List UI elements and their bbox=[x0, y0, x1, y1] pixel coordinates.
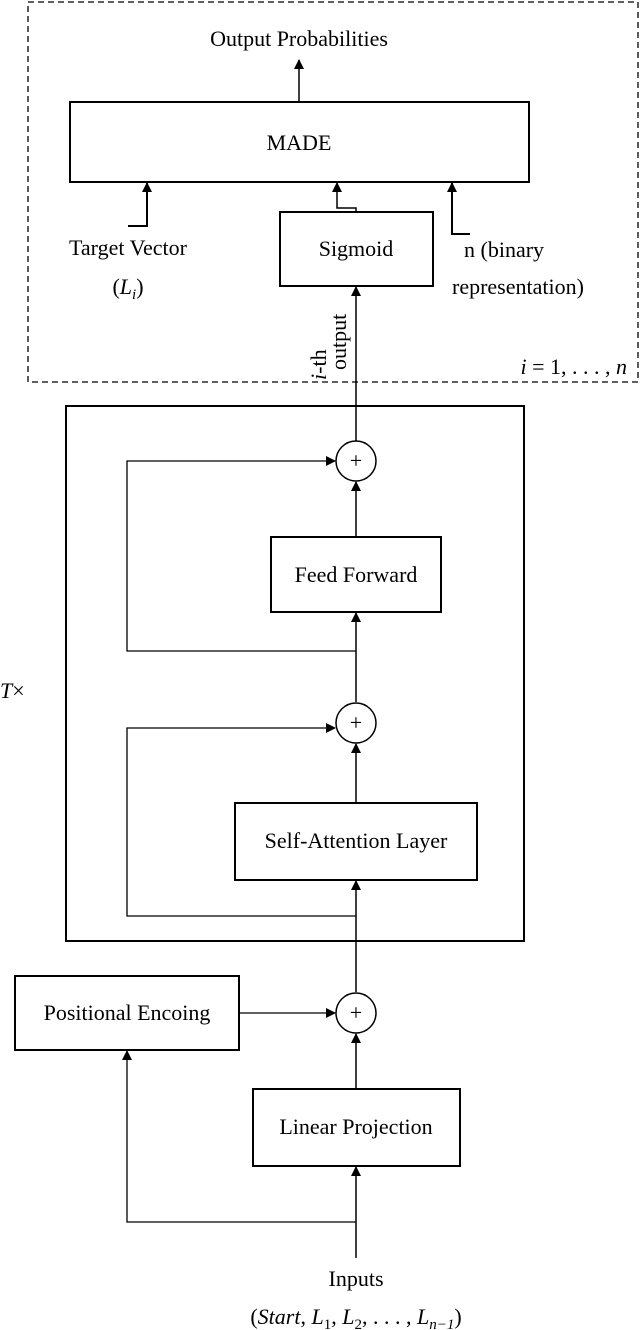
loop-range-label: i = 1, . . . , n bbox=[520, 354, 627, 379]
linear-projection-label: Linear Projection bbox=[279, 1114, 432, 1139]
encoder-block-box bbox=[65, 405, 525, 942]
made-label: MADE bbox=[267, 130, 332, 155]
ith-output-label-line2: output bbox=[326, 314, 351, 370]
add-symbol-input: + bbox=[350, 1000, 362, 1025]
linear-projection-box bbox=[252, 1088, 461, 1167]
ith-output-label-line1: i-th bbox=[306, 349, 331, 380]
n-binary-label-line1: n (binary bbox=[464, 237, 544, 262]
feed-forward-box bbox=[270, 536, 442, 613]
add-symbol-attention: + bbox=[350, 710, 362, 735]
self-attention-label: Self-Attention Layer bbox=[265, 828, 448, 853]
sigmoid-label: Sigmoid bbox=[319, 236, 394, 261]
target-vector-symbol: (Li) bbox=[112, 274, 143, 303]
attention-residual-arrow bbox=[126, 723, 356, 917]
made-region-dashed-box bbox=[27, 1, 639, 383]
feed-forward-label: Feed Forward bbox=[295, 562, 418, 587]
sigmoid-to-made-arrow bbox=[332, 182, 357, 212]
n-binary-label-line2: representation) bbox=[452, 274, 584, 299]
inputs-to-positional-arrow bbox=[122, 1050, 356, 1223]
output-probabilities-label: Output Probabilities bbox=[210, 26, 388, 51]
inputs-sequence: (Start, L1, L2, . . . , Ln−1) bbox=[250, 1304, 461, 1330]
n-binary-arrow bbox=[447, 182, 470, 235]
self-attention-box bbox=[234, 802, 478, 881]
target-vector-arrow bbox=[128, 182, 152, 227]
sigmoid-box bbox=[279, 211, 434, 287]
positional-encoding-label: Positional Encoing bbox=[44, 1000, 211, 1025]
positional-encoding-box bbox=[14, 975, 240, 1051]
ff-residual-arrow bbox=[126, 456, 356, 652]
repeat-t-label: T× bbox=[0, 678, 25, 703]
inputs-label: Inputs bbox=[329, 1266, 384, 1291]
made-box bbox=[69, 101, 530, 183]
target-vector-label: Target Vector bbox=[69, 235, 188, 260]
add-symbol-ff: + bbox=[350, 448, 362, 473]
